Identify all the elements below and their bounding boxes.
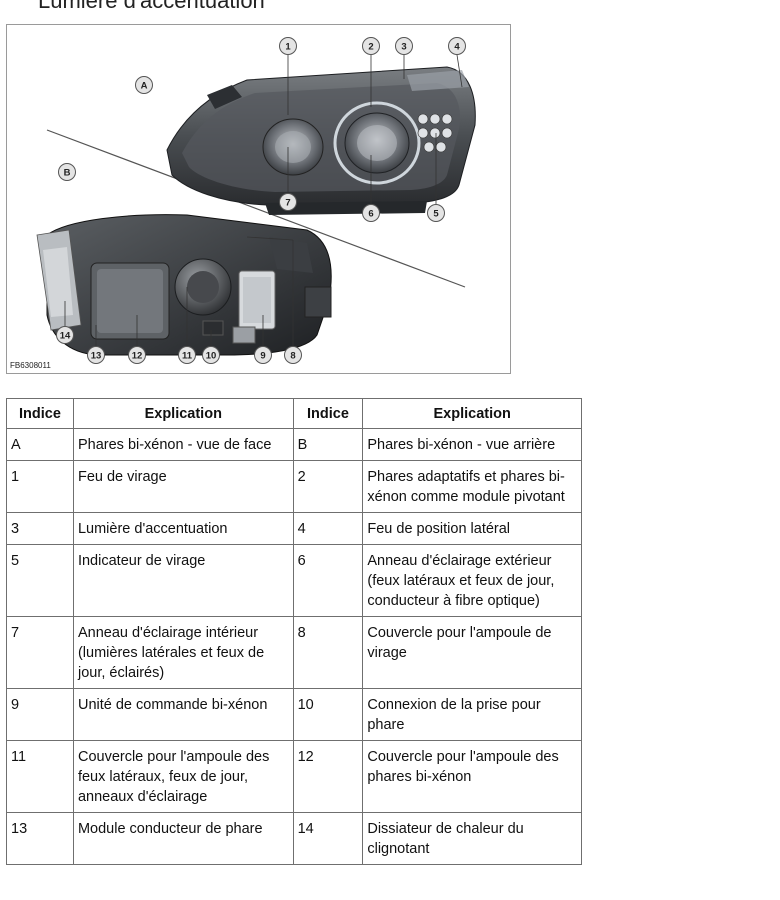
badge-view-a: A [135,76,153,94]
explication-cell: Phares bi-xénon - vue de face [72,428,294,461]
header-indice-2: Indice [292,398,364,429]
indice-cell: 11 [6,740,74,813]
indice-cell: 12 [292,740,364,813]
explication-cell: Phares bi-xénon - vue arrière [362,428,582,461]
callout-13-label: 13 [91,351,102,362]
callout-10: 10 [202,346,220,364]
explication-cell: Feu de position latéral [362,512,582,545]
indice-cell: 10 [292,688,364,741]
callout-6: 6 [362,204,380,222]
callout-5: 5 [427,204,445,222]
callout-3: 3 [395,37,413,55]
explication-cell: Couvercle pour l'ampoule de virage [362,616,582,689]
indice-cell: 5 [6,544,74,617]
callout-2: 2 [362,37,380,55]
callout-9: 9 [254,346,272,364]
callout-7-label: 7 [285,198,290,209]
callout-2-label: 2 [368,42,373,53]
explication-cell: Lumière d'accentuation [72,512,294,545]
callout-11: 11 [178,346,196,364]
indice-cell: 7 [6,616,74,689]
headlight-illustration: A B 1 2 3 4 5 6 7 8 9 10 11 12 13 14 FB6… [10,37,476,370]
indice-cell: 1 [6,460,74,513]
explication-cell: Module conducteur de phare [72,812,294,865]
callout-12: 12 [128,346,146,364]
callout-10-label: 10 [206,351,217,362]
table-header-row: Indice Explication Indice Explication [6,398,582,429]
indice-cell: 13 [6,812,74,865]
explication-cell: Phares adaptatifs et phares bi-xénon com… [362,460,582,513]
explication-cell: Anneau d'éclairage extérieur (feux latér… [362,544,582,617]
header-indice-1: Indice [6,398,74,429]
explication-cell: Feu de virage [72,460,294,513]
headlight-figure: A B 1 2 3 4 5 6 7 8 9 10 11 12 13 14 FB6… [6,24,511,374]
indice-cell: 3 [6,512,74,545]
indice-cell: A [6,428,74,461]
callout-4: 4 [448,37,466,55]
indice-cell: 8 [292,616,364,689]
indice-cell: 9 [6,688,74,741]
indice-cell: 6 [292,544,364,617]
explication-cell: Couvercle pour l'ampoule des feux latéra… [72,740,294,813]
badge-view-b-label: B [64,168,71,179]
callout-8: 8 [284,346,302,364]
callout-11-label: 11 [182,351,193,362]
explication-cell: Unité de commande bi-xénon [72,688,294,741]
callout-12-label: 12 [132,351,143,362]
indice-cell: 2 [292,460,364,513]
indice-cell: B [292,428,364,461]
view-separator-line [46,129,466,288]
callout-6-label: 6 [368,209,373,220]
explication-cell: Anneau d'éclairage intérieur (lumières l… [72,616,294,689]
explication-cell: Connexion de la prise pour phare [362,688,582,741]
figure-code: FB6308011 [10,361,51,370]
indice-cell: 4 [292,512,364,545]
callout-4-label: 4 [454,42,460,53]
front-headlight-drawing [166,66,476,215]
indice-cell: 14 [292,812,364,865]
callout-3-label: 3 [401,42,406,53]
callout-9-label: 9 [260,351,265,362]
callout-8-label: 8 [290,351,295,362]
callout-13: 13 [87,346,105,364]
badge-view-b: B [58,163,76,181]
callout-14-label: 14 [60,331,71,342]
explication-cell: Couvercle pour l'ampoule des phares bi-x… [362,740,582,813]
callout-7: 7 [279,193,297,211]
leader-lines [64,54,463,347]
callout-5-label: 5 [433,209,439,220]
callout-1: 1 [279,37,297,55]
callout-14: 14 [56,326,74,344]
page-heading: Lumière d'accentuation [38,0,265,13]
explication-cell: Indicateur de virage [72,544,294,617]
callout-1-label: 1 [285,42,291,53]
header-explication-1: Explication [72,398,294,429]
badge-view-a-label: A [141,81,148,92]
explication-cell: Dissiateur de chaleur du clignotant [362,812,582,865]
header-explication-2: Explication [362,398,582,429]
rear-headlight-drawing [36,214,332,356]
